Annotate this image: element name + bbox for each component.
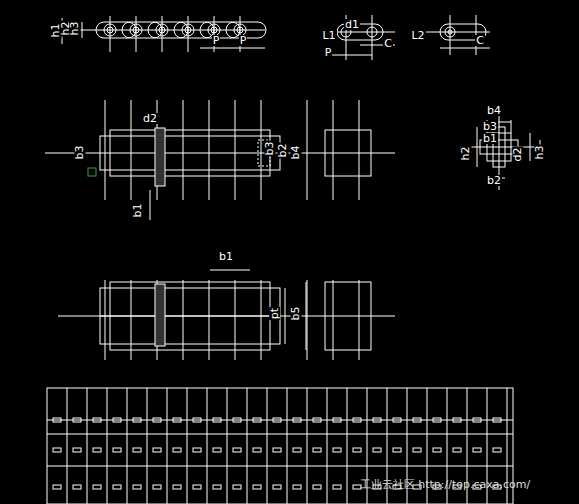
chain-side-view bbox=[55, 16, 266, 52]
dimension-label: b2 bbox=[486, 175, 502, 186]
dimension-label: d2 bbox=[142, 113, 158, 124]
dimension-label: C bbox=[475, 35, 485, 46]
dimension-label: P bbox=[239, 35, 248, 46]
dimension-label: pt bbox=[269, 306, 280, 319]
dimension-label: b5 bbox=[290, 305, 301, 321]
watermark: 工业云社区 http://top.caxa.com/ bbox=[359, 477, 531, 492]
dimension-label: P bbox=[324, 47, 333, 58]
chain-plan-view bbox=[45, 100, 395, 220]
dimension-label: b2 bbox=[277, 142, 288, 158]
dimension-label: b3 bbox=[482, 121, 498, 132]
dimension-label: P bbox=[212, 35, 221, 46]
dimension-label: C bbox=[383, 38, 393, 49]
dimension-label: L2 bbox=[410, 30, 425, 41]
dimension-label: d1 bbox=[344, 19, 360, 30]
dimension-label: b1 bbox=[218, 251, 234, 262]
dimension-label: L1 bbox=[321, 30, 336, 41]
dimension-label: h2 bbox=[460, 145, 471, 161]
dimension-label: h3 bbox=[69, 20, 80, 36]
link-detail bbox=[327, 15, 490, 60]
dimension-label: b1 bbox=[482, 133, 498, 144]
dimension-label: h3 bbox=[534, 144, 545, 160]
dimension-label: b1 bbox=[132, 202, 143, 218]
dimension-label: b4 bbox=[486, 105, 502, 116]
dimension-label: b3 bbox=[74, 144, 85, 160]
chain-end-view bbox=[460, 110, 540, 190]
dimension-label: b4 bbox=[290, 144, 301, 160]
dimension-label: b3 bbox=[264, 140, 275, 156]
duplex-chain-view bbox=[58, 270, 395, 360]
dimension-label: d2 bbox=[512, 146, 523, 162]
